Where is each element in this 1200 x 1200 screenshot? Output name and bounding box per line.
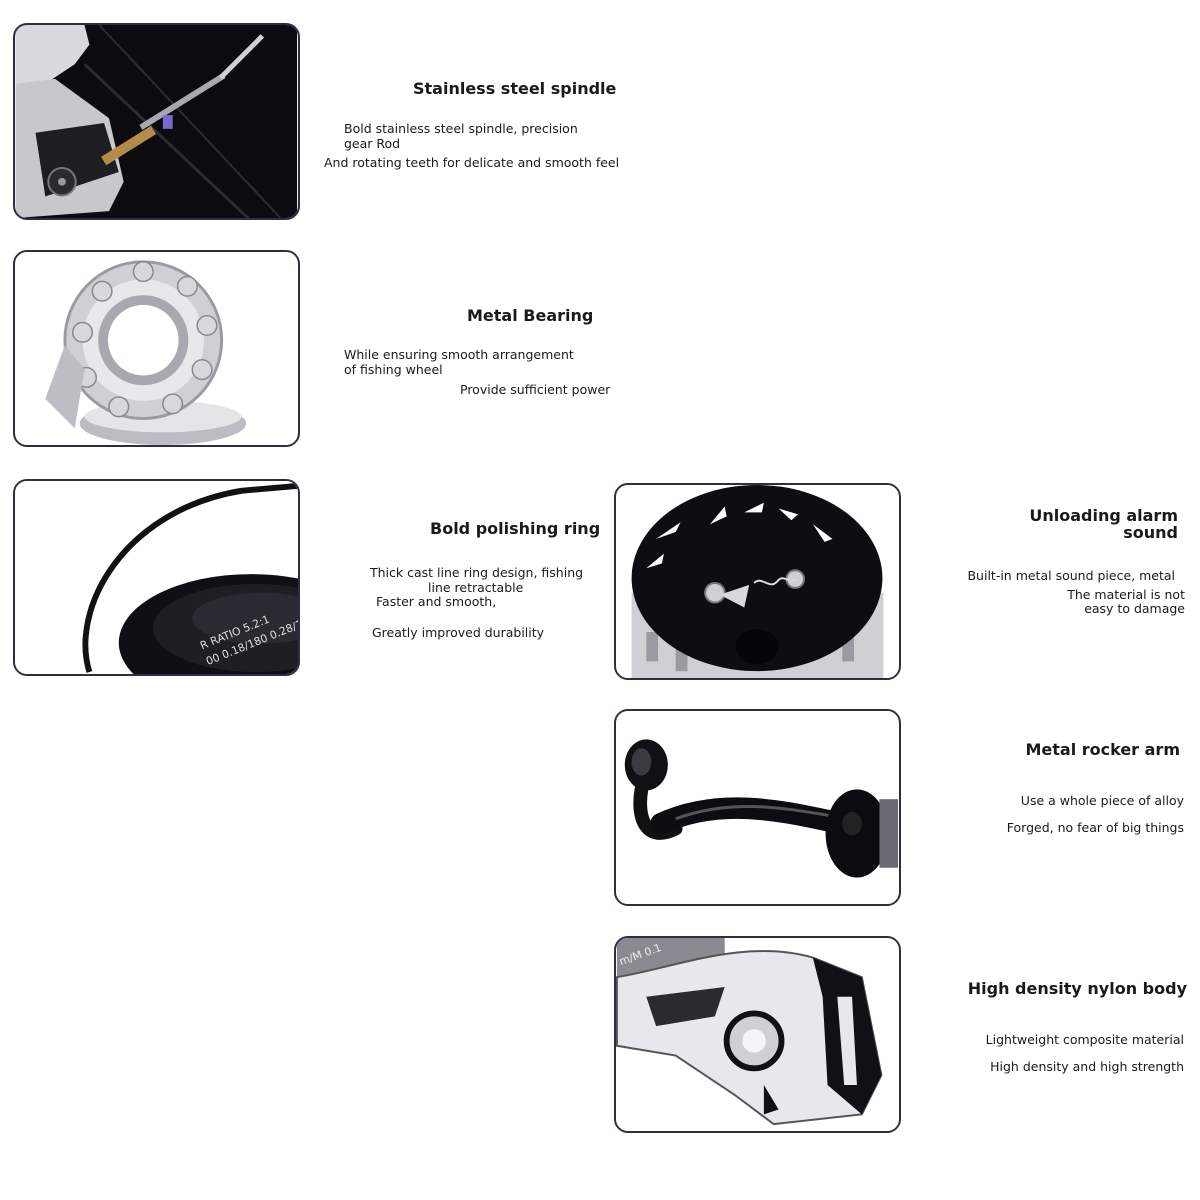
nylon-body-image-card: m/M 0.1	[614, 936, 901, 1133]
rocker-arm-desc-line-1: Use a whole piece of alloy	[1020, 793, 1184, 808]
rocker-arm-photo	[616, 711, 899, 904]
polishing-ring-image-card: R RATIO 5.2:1 00 0.18/180 0.28/1	[13, 479, 300, 676]
polishing-ring-desc-line-2: line retractable	[428, 580, 524, 595]
bearing-desc-line-3: Provide sufficient power	[460, 382, 611, 397]
rocker-arm-desc-line-2: Forged, no fear of big things	[1006, 820, 1184, 835]
alarm-desc-line-1: Built-in metal sound piece, metal	[967, 568, 1175, 583]
polishing-ring-desc-line-3: Faster and smooth,	[376, 594, 497, 609]
spindle-desc-line-3: And rotating teeth for delicate and smoo…	[324, 155, 620, 170]
spindle-desc-line-1: Bold stainless steel spindle, precision	[344, 121, 578, 136]
alarm-desc-line-3: easy to damage	[1084, 601, 1185, 616]
bearing-title: Metal Bearing	[467, 306, 594, 325]
alarm-spool-photo	[616, 485, 899, 678]
spindle-title: Stainless steel spindle	[413, 79, 617, 98]
bearing-desc-line-2: of fishing wheel	[344, 362, 443, 377]
bearing-image-card	[13, 250, 300, 447]
polishing-ring-title: Bold polishing ring	[430, 519, 601, 538]
rocker-arm-title: Metal rocker arm	[1025, 740, 1180, 759]
alarm-title-line-2: sound	[1123, 523, 1178, 542]
polishing-ring-desc-line-4: Greatly improved durability	[372, 625, 545, 640]
bearing-desc-line-1: While ensuring smooth arrangement	[344, 347, 574, 362]
nylon-body-title: High density nylon body	[967, 979, 1187, 998]
polishing-ring-photo: R RATIO 5.2:1 00 0.18/180 0.28/1	[15, 481, 298, 674]
polishing-ring-desc-line-1: Thick cast line ring design, fishing	[370, 565, 584, 580]
nylon-body-desc-line-2: High density and high strength	[990, 1059, 1184, 1074]
bearing-photo	[15, 252, 298, 445]
spindle-photo	[15, 25, 298, 218]
spindle-image-card	[13, 23, 300, 220]
spindle-desc-line-2: gear Rod	[344, 136, 401, 151]
rocker-arm-image-card	[614, 709, 901, 906]
nylon-body-photo: m/M 0.1	[616, 938, 899, 1131]
alarm-title-line-1: Unloading alarm	[1029, 506, 1178, 525]
alarm-desc-line-2: The material is not	[1067, 587, 1185, 602]
alarm-spool-image-card	[614, 483, 901, 680]
nylon-body-desc-line-1: Lightweight composite material	[985, 1032, 1184, 1047]
